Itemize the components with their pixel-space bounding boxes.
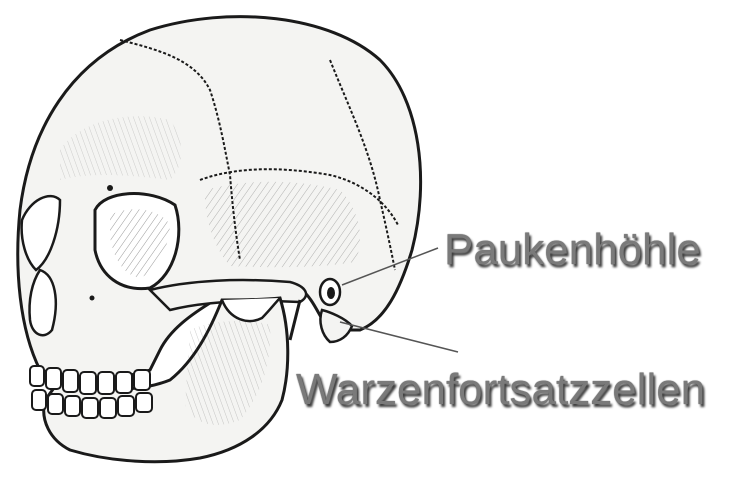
- temporal-fossa-shading: [205, 182, 360, 267]
- foramen-dot: [90, 296, 95, 301]
- leader-line-warzenfortsatzzellen: [340, 322, 458, 352]
- foramen-dot: [107, 185, 113, 191]
- label-paukenhoehle: Paukenhöhle: [444, 228, 701, 272]
- ear-canal-inner: [327, 287, 335, 299]
- nasal-aperture: [29, 270, 55, 335]
- styloid-process: [290, 300, 300, 340]
- label-warzenfortsatzzellen: Warzenfortsatzzellen: [296, 368, 705, 412]
